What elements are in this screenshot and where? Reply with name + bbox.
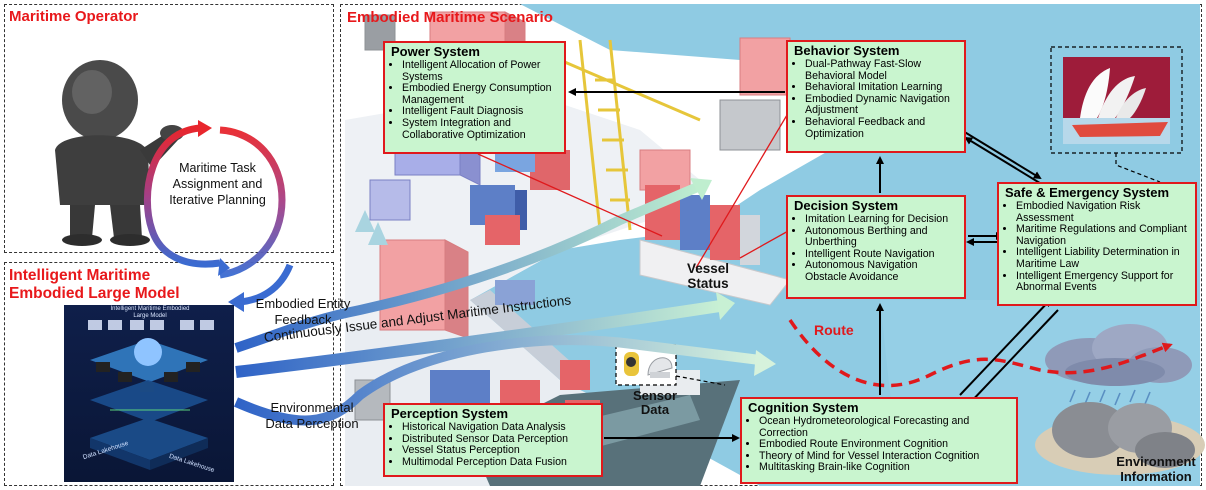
scenario-panel-title: Embodied Maritime Scenario — [347, 9, 553, 26]
safe-system-title: Safe & Emergency System — [1005, 185, 1170, 200]
cognition-item: Ocean Hydrometeorological Forecasting an… — [759, 415, 1011, 439]
power-system-title: Power System — [391, 44, 480, 59]
operator-figure — [55, 60, 184, 246]
opera-house-image — [1063, 57, 1170, 144]
decision-system-box: Decision System Imitation Learning for D… — [786, 195, 966, 299]
decision-item: Imitation Learning for Decision — [805, 213, 959, 226]
behavior-item: Embodied Dynamic Navigation Adjustment — [805, 93, 959, 117]
route-path — [788, 319, 1173, 388]
task-loop-arrow — [143, 124, 221, 268]
safe-item: Intelligent Emergency Support for Abnorm… — [1016, 270, 1190, 294]
crane — [559, 39, 701, 231]
task-loop-label: Maritime Task Assignment and Iterative P… — [169, 161, 266, 207]
perception-system-title: Perception System — [391, 406, 509, 421]
behavior-system-box: Behavior System Dual-Pathway Fast-Slow B… — [786, 40, 966, 153]
model-screen-graphic — [64, 305, 234, 482]
decision-item: Autonomous Berthing and Unberthing — [805, 225, 959, 249]
vessel-status-label: Vessel Status — [686, 261, 730, 291]
operator-panel-title: Maritime Operator — [9, 8, 139, 25]
behavior-item: Behavioral Feedback and Optimization — [805, 116, 959, 140]
feedback-label: Embodied Entity Feedback — [255, 296, 351, 327]
sensor-radar-icon — [647, 357, 673, 378]
perception-item: Historical Navigation Data Analysis — [402, 421, 596, 434]
perception-item: Distributed Sensor Data Perception — [402, 433, 596, 446]
cognition-item: Multitasking Brain-like Cognition — [759, 462, 1011, 474]
model-panel-title: Intelligent Maritime Embodied Large Mode… — [9, 267, 180, 302]
safe-item: Embodied Navigation Risk Assessment — [1016, 200, 1190, 224]
power-item: Intelligent Allocation of Power Systems — [402, 59, 559, 83]
instructions-arrow — [235, 300, 721, 378]
cognition-system-box: Cognition System Ocean Hydrometeorologic… — [740, 397, 1018, 484]
power-item: System Integration and Collaborative Opt… — [402, 117, 559, 141]
safe-emergency-system-box: Safe & Emergency System Embodied Navigat… — [997, 182, 1197, 306]
env-info-label: Environment Information — [1116, 454, 1196, 484]
cognition-item: Theory of Mind for Vessel Interaction Co… — [759, 450, 1011, 463]
power-item: Intelligent Fault Diagnosis — [402, 106, 559, 118]
power-system-box: Power System Intelligent Allocation of P… — [383, 41, 566, 154]
feedback-arrow — [234, 181, 702, 353]
cognition-system-title: Cognition System — [748, 400, 859, 415]
cargo-ship-1 — [639, 185, 791, 306]
decision-item: Intelligent Route Navigation — [805, 248, 959, 261]
sensor-data-label: Sensor Data — [632, 388, 678, 417]
decision-system-title: Decision System — [794, 198, 899, 213]
env-perception-arrow — [233, 335, 761, 426]
behavior-system-title: Behavior System — [794, 43, 900, 58]
model-screen-title: Intelligent Maritime Embodied Large Mode… — [110, 306, 190, 319]
behavior-item: Dual-Pathway Fast-Slow Behavioral Model — [805, 58, 959, 82]
decision-item: Autonomous Navigation Obstacle Avoidance — [805, 260, 959, 283]
safe-item: Maritime Regulations and Compliant Navig… — [1016, 223, 1190, 247]
route-label: Route — [814, 322, 854, 338]
island-rocks — [1035, 402, 1205, 475]
safe-item: Intelligent Liability Determination in M… — [1016, 247, 1190, 270]
perception-item: Vessel Status Perception — [402, 445, 596, 457]
env-perception-label: Environmental Data Perception — [265, 400, 359, 431]
model-panel — [4, 262, 334, 486]
perception-item: Multimodal Perception Data Fusion — [402, 456, 596, 469]
power-item: Embodied Energy Consumption Management — [402, 82, 559, 106]
cognition-item: Embodied Route Environment Cognition — [759, 439, 1011, 451]
sensor-camera-icon — [624, 352, 639, 376]
building-group — [379, 11, 791, 339]
behavior-item: Behavioral Imitation Learning — [805, 82, 959, 94]
container-stacks — [430, 150, 590, 410]
perception-system-box: Perception System Historical Navigation … — [383, 403, 603, 477]
